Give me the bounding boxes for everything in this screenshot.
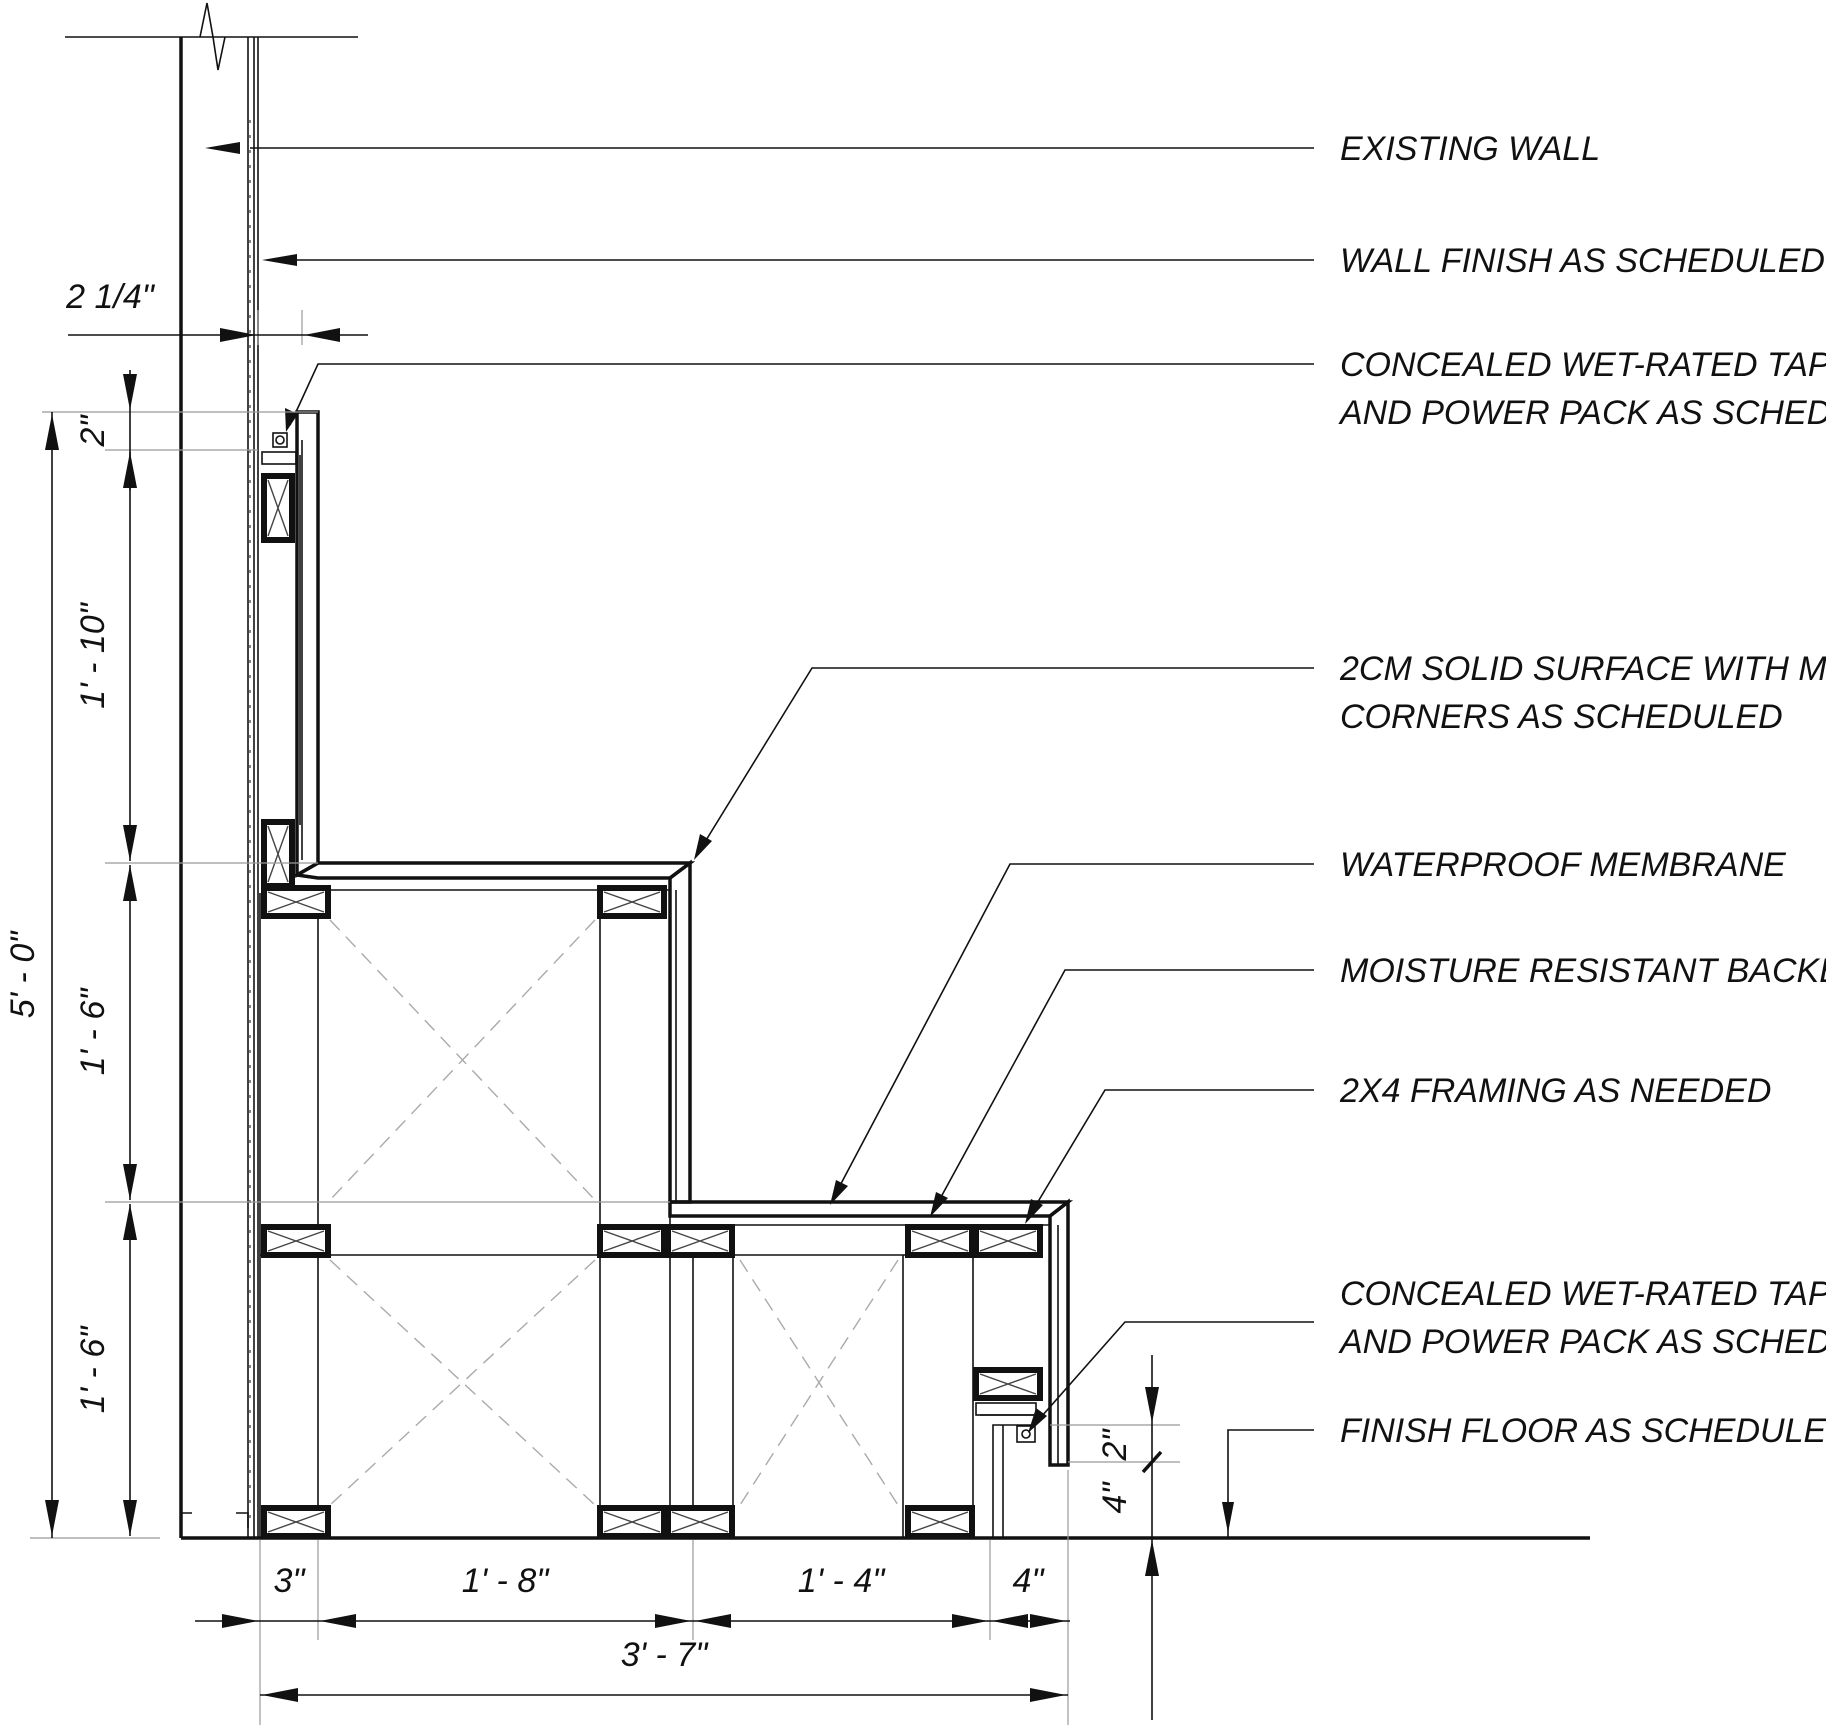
leader-lines [205, 142, 1314, 1538]
note-waterproof-membrane: WATERPROOF MEMBRANE [1340, 846, 1786, 884]
tape-light-upper [261, 432, 297, 465]
note-backer-board: MOISTURE RESISTANT BACKER BOARD [1340, 952, 1826, 990]
note-finish-floor: FINISH FLOOR AS SCHEDULED [1340, 1412, 1826, 1450]
dim-end-stud: 3" [274, 1562, 307, 1600]
dim-back-height: 1' - 10" [74, 601, 112, 708]
note-tape-light-lower-line-1: CONCEALED WET-RATED TAPE LIGHT [1340, 1275, 1826, 1313]
note-solid-surface-line-1: 2CM SOLID SURFACE WITH MITERED [1339, 650, 1826, 688]
framing-block [261, 1505, 331, 1539]
note-tape-light-lower-line-2: AND POWER PACK AS SCHEDULED [1338, 1323, 1826, 1361]
notes: EXISTING WALL WALL FINISH AS SCHEDULED C… [1338, 130, 1826, 1450]
note-framing: 2X4 FRAMING AS NEEDED [1339, 1072, 1771, 1110]
tape-light-lower [1016, 1425, 1036, 1443]
dim-overall-height: 5' - 0" [4, 930, 42, 1019]
wall-finish-dimension: 2 1/4" [65, 278, 368, 345]
framing-block [261, 885, 331, 919]
dim-toe-kick-height: 4" [1096, 1481, 1134, 1514]
framing-block [665, 1505, 735, 1539]
dim-top-reveal: 2" [74, 414, 112, 448]
dim-upper-depth: 1' - 8" [462, 1562, 551, 1600]
note-tape-light-upper-line-1: CONCEALED WET-RATED TAPE LIGHT [1340, 346, 1826, 384]
framing-blocks [261, 473, 1043, 1539]
note-tape-light-upper-line-2: AND POWER PACK AS SCHEDULED [1338, 394, 1826, 432]
framing-block [597, 1505, 667, 1539]
dim-overall-depth: 3' - 7" [621, 1636, 710, 1674]
dim-wall-finish-thickness: 2 1/4" [65, 278, 156, 316]
framing-block [261, 473, 295, 543]
framing-block [973, 1224, 1043, 1258]
note-solid-surface-line-2: CORNERS AS SCHEDULED [1340, 698, 1783, 736]
framing-block [261, 819, 295, 889]
framing-block [973, 1367, 1043, 1401]
framing-block [261, 1224, 331, 1258]
framing-block [665, 1224, 735, 1258]
dim-toe-kick-depth: 4" [1013, 1562, 1046, 1600]
note-existing-wall: EXISTING WALL [1340, 130, 1600, 168]
dim-toe-kick-reveal: 2" [1096, 1428, 1134, 1462]
existing-wall [65, 2, 358, 1538]
dim-upper-seat-height: 1' - 6" [74, 987, 112, 1076]
bench-body [259, 410, 1074, 1538]
framing-block [905, 1224, 975, 1258]
dim-lower-seat-height: 1' - 6" [74, 1325, 112, 1414]
framing-block [597, 885, 667, 919]
horizontal-dimensions: 3" 1' - 8" 1' - 4" 4" 3' - 7" [195, 1470, 1070, 1725]
framing-block [597, 1224, 667, 1258]
dim-lower-depth: 1' - 4" [798, 1562, 887, 1600]
note-wall-finish: WALL FINISH AS SCHEDULED [1340, 242, 1825, 280]
finish-floor [181, 1512, 1590, 1540]
vertical-dimensions: 5' - 0" 2" 1' - 10" 1' - 6" 1' - 6" 2" 4… [4, 370, 1180, 1720]
framing-block [905, 1505, 975, 1539]
